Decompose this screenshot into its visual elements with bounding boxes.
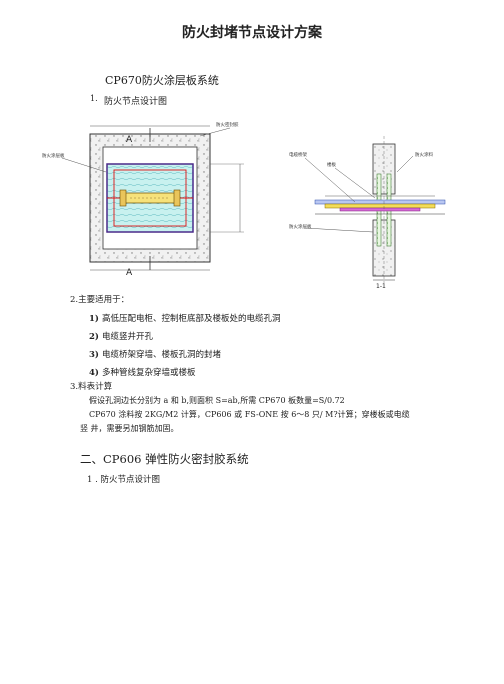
calc-line-3: 竖 井，需要另加钢筋加固。 (80, 424, 179, 433)
section4-heading: 二、CP606 弹性防火密封胶系统 (80, 452, 249, 466)
section4-sub-label: 1 . 防火节点设计图 (87, 475, 161, 485)
callout-coating: 防火涂料 (415, 151, 433, 158)
section-mark-a-bottom: A (126, 268, 133, 278)
detail-drawing-plan: A A 防火涂层板 防火密封胶 (42, 121, 244, 278)
list-item: 4)多种管线复杂穿墙或楼板 (89, 366, 195, 378)
callout-sealant: 防火密封胶 (216, 121, 239, 128)
section1-sub-label: 防火节点设计图 (104, 97, 168, 107)
section1-heading: CP670防火涂层板系统 (105, 74, 219, 87)
list-item-number: 2) (89, 332, 99, 342)
detail-drawing-section: 防火涂料 电缆桥架 楼板 防火涂层板 1-1 (289, 136, 446, 290)
list-item: 1)高低压配电柜、控制柜底部及楼板处的电缆孔洞 (89, 312, 280, 324)
list-item-text: 电缆竖井开孔 (101, 332, 153, 342)
list-item-text: 高低压配电柜、控制柜底部及楼板处的电缆孔洞 (101, 314, 281, 324)
section3-heading: 3.料表计算 (70, 382, 113, 392)
section1-sub-number: 1. (90, 94, 98, 103)
page-title: 防火封堵节点设计方案 (182, 25, 322, 41)
callout-slab: 楼板 (327, 161, 336, 168)
section-mark-a-top: A (126, 135, 133, 145)
callout-fire-board-section: 防火涂层板 (289, 223, 312, 230)
callout-fire-board: 防火涂层板 (42, 152, 65, 159)
section2-heading: 2.主要适用于： (70, 295, 130, 305)
list-item-text: 电缆桥架穿墙、楼板孔洞的封堵 (101, 350, 221, 360)
list-item: 3)电缆桥架穿墙、楼板孔洞的封堵 (89, 348, 221, 360)
calc-line-1: 假设孔洞边长分别为 a 和 b,则面积 S=ab,所需 CP670 板数量=S/… (89, 396, 345, 405)
list-item-number: 4) (89, 368, 99, 378)
list-item-text: 多种管线复杂穿墙或楼板 (101, 368, 196, 378)
list-item-number: 3) (89, 350, 99, 360)
callout-cable-tray: 电缆桥架 (289, 151, 307, 158)
list-item-number: 1) (89, 314, 99, 324)
calc-line-2: CP670 涂料按 2KG/M2 计算，CP606 或 FS-ONE 按 6〜8… (89, 410, 410, 419)
list-item: 2)电缆竖井开孔 (89, 330, 153, 342)
section-caption: 1-1 (376, 283, 386, 290)
